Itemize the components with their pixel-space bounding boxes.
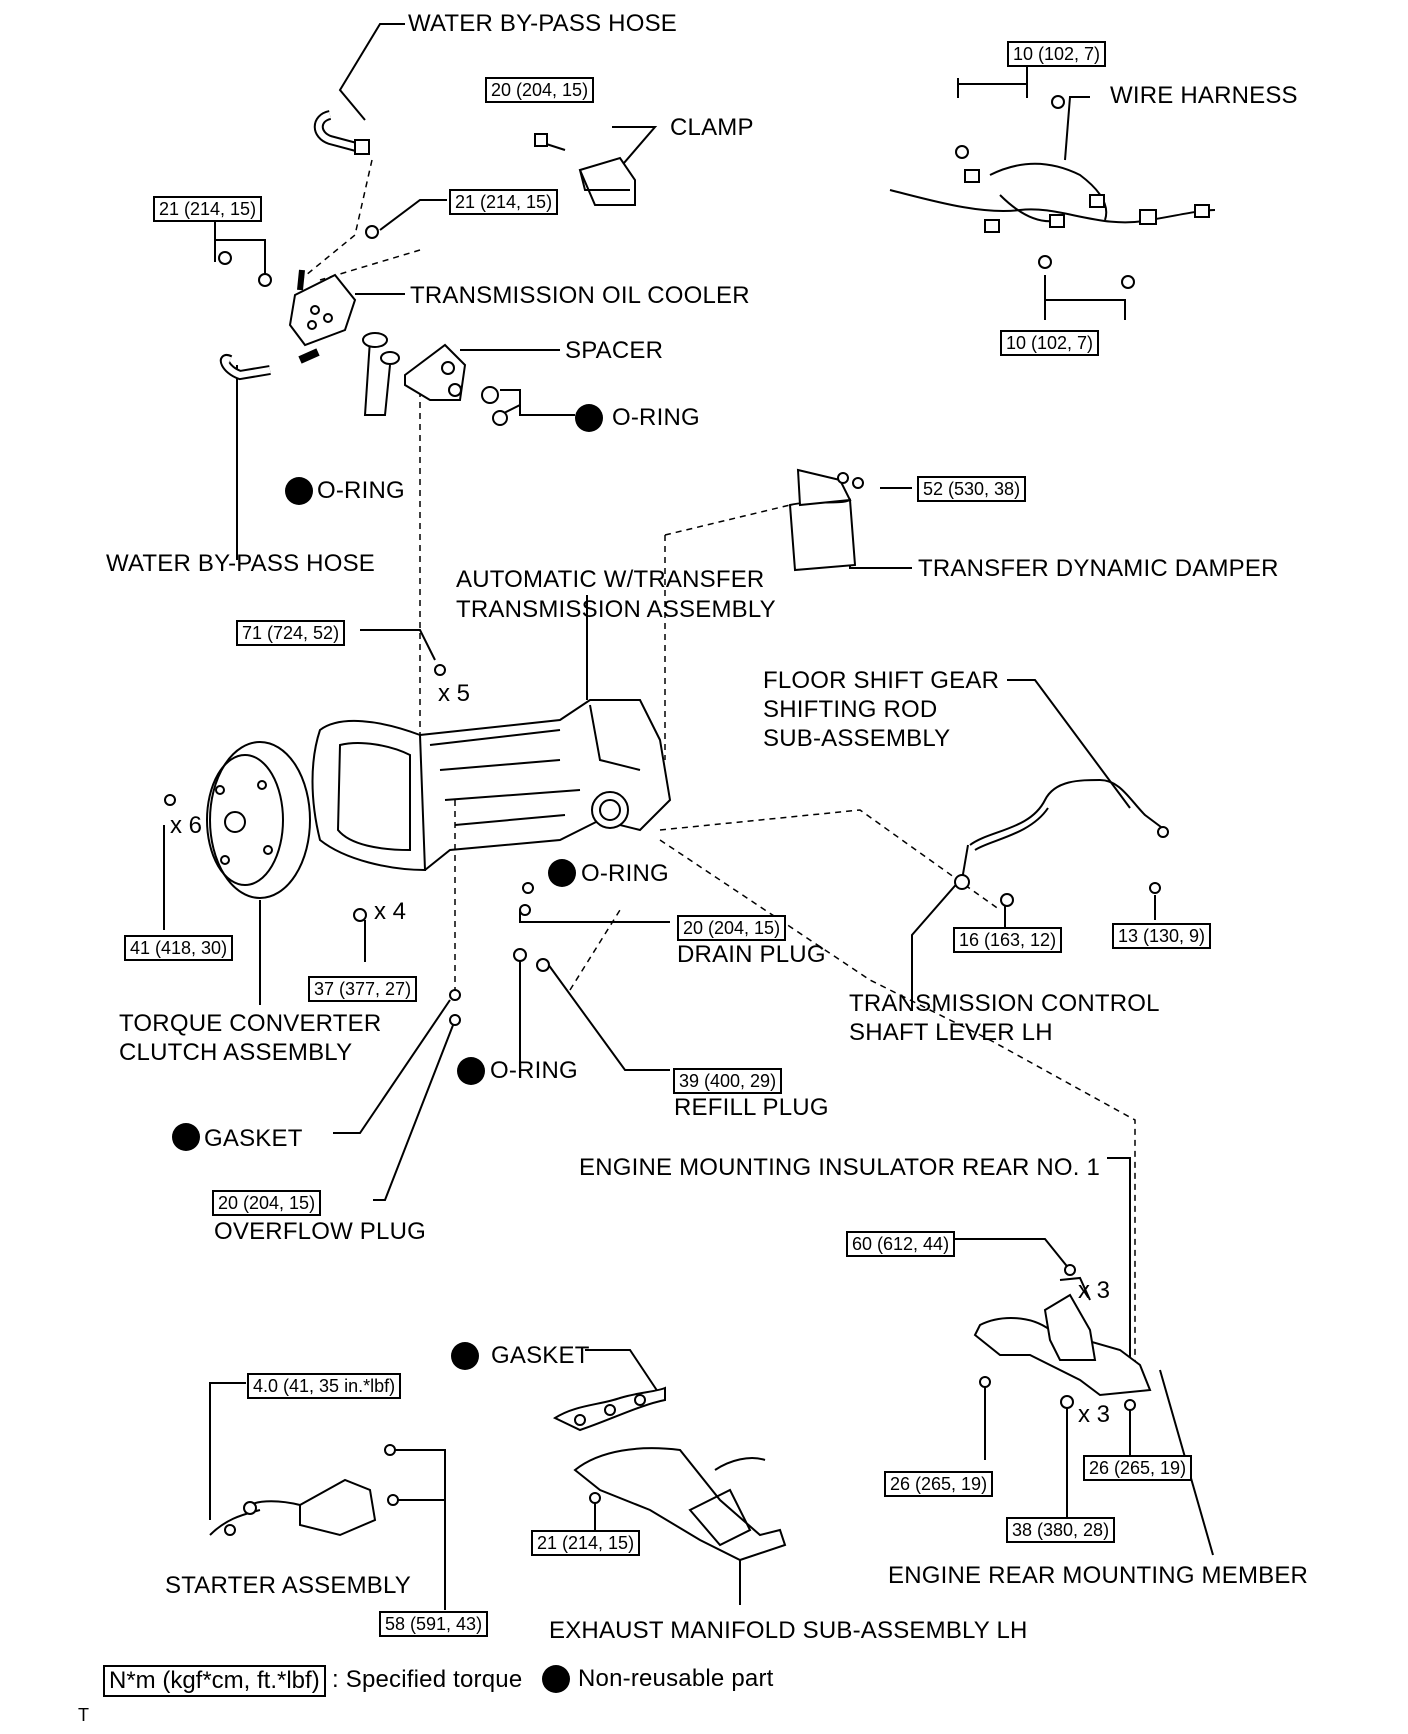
torque-damper: 52 (530, 38) bbox=[917, 476, 1027, 502]
legend-torque-text: : Specified torque bbox=[332, 1666, 523, 1693]
torque-converter-part bbox=[164, 741, 311, 899]
exhaust-gasket-part bbox=[552, 1386, 666, 1432]
label-gasket-overflow: GASKET bbox=[204, 1125, 303, 1152]
torque-drain: 20 (204, 15) bbox=[677, 915, 787, 941]
nonreusable-marker bbox=[457, 1057, 485, 1085]
label-clamp: CLAMP bbox=[670, 114, 754, 141]
torque-starter-bolts: 58 (591, 43) bbox=[379, 1611, 489, 1637]
label-transfer-dynamic-damper: TRANSFER DYNAMIC DAMPER bbox=[918, 555, 1279, 582]
torque-housing-x4: 37 (377, 27) bbox=[308, 976, 418, 1002]
qty-mount-top-nuts: x 3 bbox=[1078, 1277, 1111, 1304]
clamp-part bbox=[534, 133, 636, 206]
torque-converter: 41 (418, 30) bbox=[124, 935, 234, 961]
oil-cooler-part bbox=[218, 225, 400, 365]
torque-member-center: 38 (380, 28) bbox=[1006, 1517, 1116, 1543]
torque-refill: 39 (400, 29) bbox=[673, 1068, 783, 1094]
corner-mark: T bbox=[78, 1705, 90, 1725]
label-tcsl-line1: TRANSMISSION CONTROL bbox=[849, 990, 1160, 1017]
legend-nonreusable-marker bbox=[542, 1665, 570, 1693]
label-engine-mount-insulator: ENGINE MOUNTING INSULATOR REAR NO. 1 bbox=[579, 1154, 1101, 1181]
torque-harness-top: 10 (102, 7) bbox=[1007, 41, 1107, 67]
label-floor-shift-line1: FLOOR SHIFT GEAR bbox=[763, 667, 1000, 694]
leader-lines bbox=[163, 23, 1214, 1610]
label-o-ring-refill: O-RING bbox=[490, 1057, 578, 1084]
nonreusable-marker bbox=[575, 404, 603, 432]
torque-shift-lever-nut: 16 (163, 12) bbox=[953, 927, 1063, 953]
label-o-ring-right: O-RING bbox=[612, 404, 700, 431]
label-torque-converter-line2: CLUTCH ASSEMBLY bbox=[119, 1039, 353, 1066]
qty-member-center: x 3 bbox=[1078, 1401, 1111, 1428]
torque-cooler-left: 21 (214, 15) bbox=[153, 196, 263, 222]
torque-clamp-bolt: 20 (204, 15) bbox=[485, 77, 595, 103]
dashed-guides bbox=[299, 159, 1136, 1370]
torque-starter-terminal: 4.0 (41, 35 in.*lbf) bbox=[247, 1373, 402, 1399]
transmission-assembly-part bbox=[311, 664, 672, 872]
legend-torque-unit: N*m (kgf*cm, ft.*lbf) bbox=[103, 1665, 326, 1697]
label-water-bypass-hose-bottom: WATER BY-PASS HOSE bbox=[106, 550, 375, 577]
torque-member-right: 26 (265, 19) bbox=[1083, 1455, 1193, 1481]
water-bypass-hose-bottom-part bbox=[219, 354, 271, 381]
nonreusable-marker bbox=[548, 859, 576, 887]
torque-exhaust: 21 (214, 15) bbox=[531, 1530, 641, 1556]
torque-member-left: 26 (265, 19) bbox=[884, 1471, 994, 1497]
qty-trans-bolts: x 5 bbox=[438, 680, 471, 707]
label-drain-plug: DRAIN PLUG bbox=[677, 941, 826, 968]
transfer-dynamic-damper-part bbox=[788, 468, 864, 572]
label-refill-plug: REFILL PLUG bbox=[674, 1094, 829, 1121]
label-auto-transmission-line2: TRANSMISSION ASSEMBLY bbox=[456, 596, 776, 623]
torque-harness-bottom: 10 (102, 7) bbox=[1000, 330, 1100, 356]
label-starter-assembly: STARTER ASSEMBLY bbox=[165, 1572, 411, 1599]
exhaust-manifold-part bbox=[573, 1447, 787, 1562]
label-gasket-exhaust: GASKET bbox=[491, 1342, 590, 1369]
water-bypass-hose-top-part bbox=[313, 110, 370, 155]
qty-housing-bolts: x 4 bbox=[374, 898, 407, 925]
label-torque-converter-line1: TORQUE CONVERTER bbox=[119, 1010, 382, 1037]
torque-mount-top: 60 (612, 44) bbox=[846, 1231, 956, 1257]
label-tcsl-line2: SHAFT LEVER LH bbox=[849, 1019, 1053, 1046]
nonreusable-marker bbox=[451, 1342, 479, 1370]
engine-rear-mounting-member-part bbox=[973, 1264, 1152, 1411]
qty-converter-bolts: x 6 bbox=[170, 812, 203, 839]
label-transmission-oil-cooler: TRANSMISSION OIL COOLER bbox=[410, 282, 750, 309]
torque-cooler-right: 21 (214, 15) bbox=[449, 189, 559, 215]
label-engine-rear-mounting-member: ENGINE REAR MOUNTING MEMBER bbox=[888, 1562, 1309, 1589]
plugs-group bbox=[353, 882, 550, 1026]
wire-harness-part bbox=[889, 95, 1216, 289]
label-floor-shift-line3: SUB-ASSEMBLY bbox=[763, 725, 951, 752]
label-floor-shift-line2: SHIFTING ROD bbox=[763, 696, 938, 723]
nonreusable-marker bbox=[172, 1123, 200, 1151]
label-exhaust-manifold: EXHAUST MANIFOLD SUB-ASSEMBLY LH bbox=[549, 1617, 1028, 1644]
label-auto-transmission-line1: AUTOMATIC W/TRANSFER bbox=[456, 566, 765, 593]
torque-overflow: 20 (204, 15) bbox=[212, 1190, 322, 1216]
label-overflow-plug: OVERFLOW PLUG bbox=[214, 1218, 426, 1245]
legend-nonreusable-text: Non-reusable part bbox=[578, 1665, 774, 1692]
label-spacer: SPACER bbox=[565, 337, 664, 364]
label-wire-harness: WIRE HARNESS bbox=[1110, 82, 1298, 109]
label-o-ring-left: O-RING bbox=[317, 477, 405, 504]
label-water-bypass-hose-top: WATER BY-PASS HOSE bbox=[408, 10, 677, 37]
torque-shift-rod-nut: 13 (130, 9) bbox=[1112, 923, 1212, 949]
starter-assembly-part bbox=[209, 1444, 399, 1537]
label-o-ring-drain: O-RING bbox=[581, 860, 669, 887]
spacer-part bbox=[404, 343, 508, 426]
shift-rod-part bbox=[954, 778, 1169, 907]
torque-trans-bolts: 71 (724, 52) bbox=[236, 620, 346, 646]
nonreusable-marker bbox=[285, 477, 313, 505]
